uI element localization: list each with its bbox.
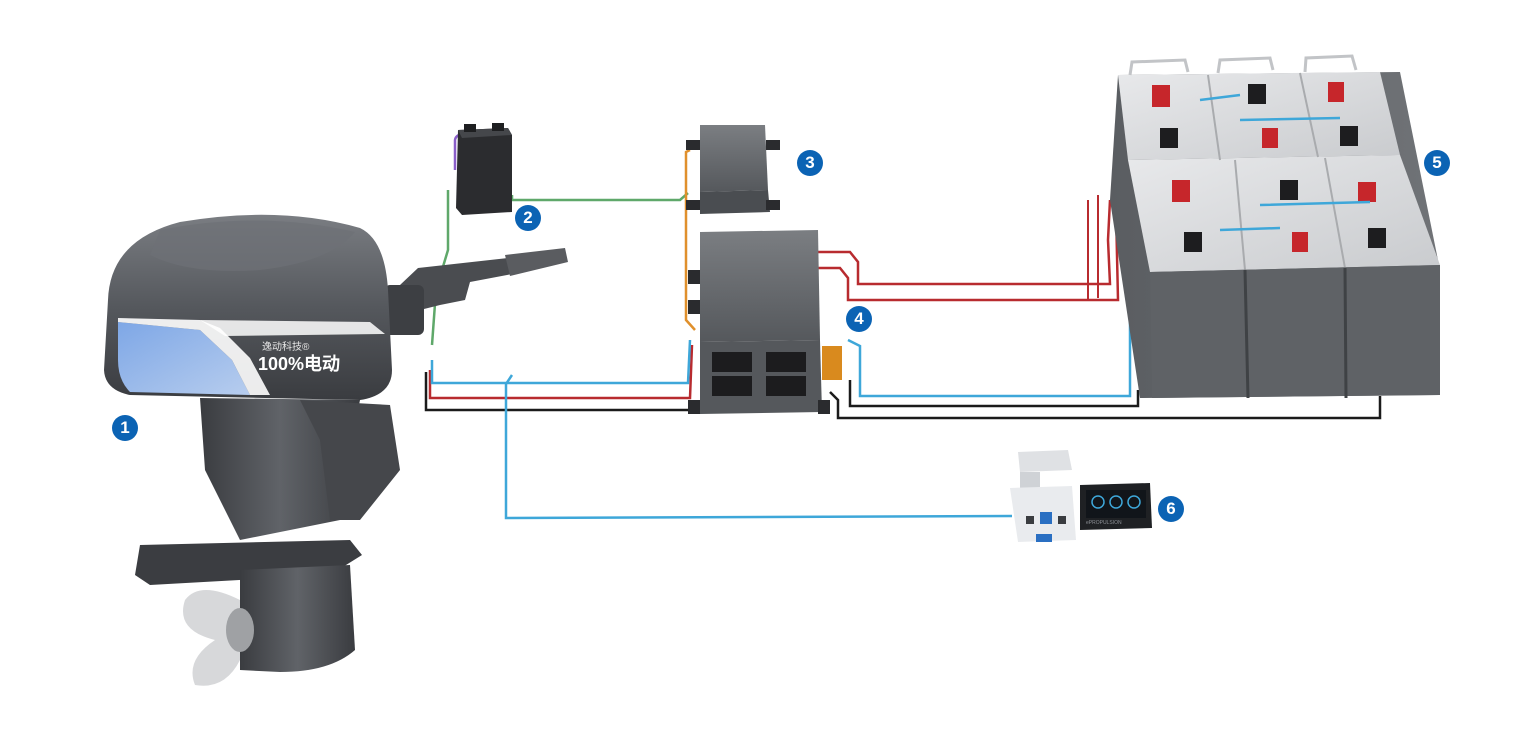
badge-1: 1 — [112, 415, 138, 441]
badge-5: 5 — [1424, 150, 1450, 176]
aux-battery — [456, 123, 512, 215]
battery-terminals-red — [1152, 82, 1376, 252]
display-brand-text: ePROPULSION — [1086, 520, 1122, 526]
cowling-accent-band — [118, 322, 250, 395]
badge-2: 2 — [515, 205, 541, 231]
motor-slogan: 100%电动 — [258, 353, 340, 374]
badge-3: 3 — [797, 150, 823, 176]
lithium-battery-bank — [1110, 54, 1440, 399]
motor-controller — [688, 230, 842, 414]
propeller — [183, 590, 240, 686]
battery-terminals-black — [1160, 84, 1386, 252]
controller-fuse — [822, 346, 842, 380]
dc-converter-unit — [686, 125, 780, 214]
cable-blue-throttle — [504, 374, 1013, 520]
cable-black-motor — [424, 372, 690, 412]
motor-brand-text: 逸动科技® — [262, 340, 310, 353]
electric-outboard-motor: 逸动科技® 100%电动 — [104, 214, 568, 686]
control-display: ePROPULSION — [1080, 483, 1152, 530]
cable-red-battery — [818, 199, 1120, 302]
controller-connectors — [712, 352, 806, 396]
badge-4: 4 — [846, 306, 872, 332]
cable-orange — [684, 148, 696, 331]
motor-lower-leg — [240, 565, 355, 672]
cable-black-battery — [829, 380, 1382, 420]
tiller-handle — [400, 258, 512, 310]
remote-throttle — [1010, 450, 1076, 542]
badge-6: 6 — [1158, 496, 1184, 522]
cable-blue-motor — [430, 339, 692, 385]
cable-red-motor — [428, 344, 694, 400]
